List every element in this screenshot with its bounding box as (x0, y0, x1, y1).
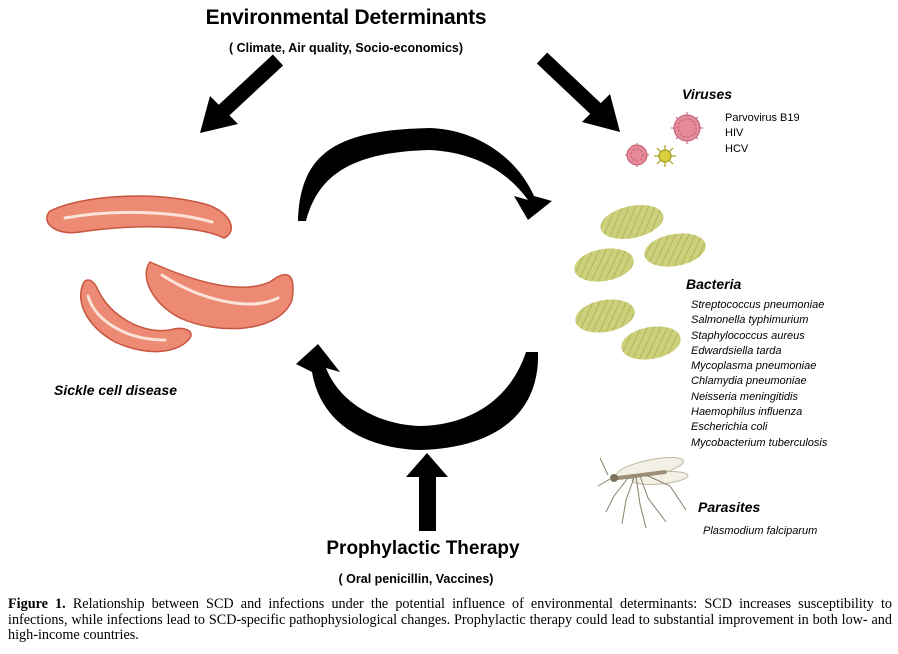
virus-icon (654, 145, 676, 167)
list-item: Mycobacterium tuberculosis (691, 436, 828, 449)
cycle-arrow-bottom (296, 344, 539, 450)
list-item: HCV (725, 142, 749, 155)
list-item: Staphylococcus aureus (691, 329, 805, 342)
list-item: Chlamydia pneumoniae (691, 375, 807, 388)
bacterium-icon (600, 204, 664, 240)
virus-list: Parvovirus B19 HIV HCV (725, 111, 800, 157)
caption-text: Relationship between SCD and infections … (8, 596, 892, 643)
list-item: Escherichia coli (691, 421, 768, 434)
list-item: Plasmodium falciparum (703, 525, 818, 537)
parasites-title: Parasites (698, 499, 761, 515)
bacterium-icon (621, 326, 681, 360)
viruses-title: Viruses (682, 86, 733, 102)
arrow-prophylaxis-up (406, 453, 448, 531)
sickle-cell-icon (145, 261, 294, 330)
environment-subtitle: ( Climate, Air quality, Socio-economics) (228, 41, 464, 55)
bacterium-icon (575, 299, 635, 333)
list-item: Salmonella typhimurium (691, 314, 809, 327)
bacterium-icon (574, 248, 634, 282)
virus-icon (671, 112, 703, 144)
mosquito-icon (597, 456, 689, 529)
list-item: Edwardsiella tarda (691, 344, 782, 357)
arrow-env-to-scd (200, 54, 284, 133)
sickle-cell-icon (80, 279, 192, 353)
list-item: Neisseria meningitidis (691, 390, 798, 403)
virus-icon (625, 143, 649, 167)
list-item: Streptococcus pneumoniae (691, 299, 825, 311)
prophylaxis-title: Prophylactic Therapy (326, 538, 520, 559)
caption-label: Figure 1. (8, 596, 66, 612)
diagram-canvas (46, 52, 706, 531)
list-item: Parvovirus B19 (725, 112, 800, 124)
prophylaxis-subtitle: ( Oral penicillin, Vaccines) (338, 572, 494, 586)
cycle-arrow-top (298, 128, 552, 221)
environment-title: Environmental Determinants (205, 6, 487, 29)
list-item: HIV (725, 127, 744, 140)
list-item: Haemophilus influenza (691, 406, 803, 419)
sickle-cell-icon (46, 195, 233, 239)
bacterium-icon (644, 233, 706, 267)
parasite-list: Plasmodium falciparum (703, 524, 817, 539)
arrow-env-to-pathogens (536, 52, 620, 132)
bacteria-title: Bacteria (686, 276, 742, 292)
figure-caption: Figure 1. Relationship between SCD and i… (8, 596, 892, 644)
bacteria-list: Streptococcus pneumoniae Salmonella typh… (691, 298, 827, 451)
sickle-cell-label: Sickle cell disease (54, 382, 177, 398)
list-item: Mycoplasma pneumoniae (691, 360, 817, 373)
